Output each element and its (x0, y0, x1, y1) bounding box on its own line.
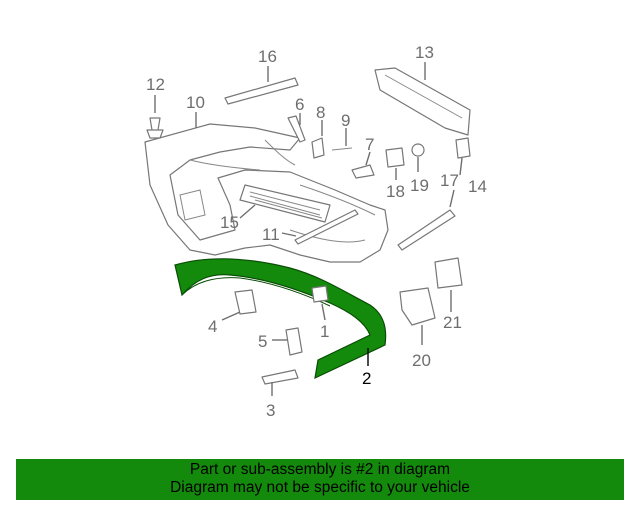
callout-19: 19 (410, 176, 429, 195)
part-1 (311, 285, 329, 303)
part-19 (411, 143, 425, 157)
part-20 (399, 287, 436, 326)
diagram-notice-banner: Part or sub-assembly is #2 in diagram Di… (16, 459, 624, 500)
part-21 (434, 257, 463, 289)
part-17 (397, 209, 456, 251)
part-3 (261, 369, 299, 385)
callout-4: 4 (208, 317, 217, 336)
part-2-bumper-cover (174, 258, 387, 380)
callout-13: 13 (415, 43, 434, 62)
part-15-grille (239, 184, 331, 223)
callout-5: 5 (258, 332, 267, 351)
callout-10: 10 (186, 93, 205, 112)
part-13 (374, 67, 471, 136)
part-9 (331, 147, 353, 151)
notice-line-part: Part or sub-assembly is #2 in diagram (189, 461, 451, 478)
part-5 (285, 327, 303, 356)
callout-11: 11 (262, 225, 280, 244)
callout-2: 2 (362, 369, 371, 388)
callout-17: 17 (440, 171, 459, 190)
leader-lines (154, 62, 463, 396)
part-12 (146, 117, 164, 139)
part-8 (311, 137, 325, 159)
notice-line-disclaimer: Diagram may not be specific to your vehi… (170, 479, 470, 496)
callout-9: 9 (341, 111, 350, 130)
part-14 (455, 137, 471, 159)
callout-3: 3 (266, 401, 275, 420)
callout-14: 14 (468, 177, 487, 196)
callout-18: 18 (386, 182, 405, 201)
callout-6: 6 (295, 95, 304, 114)
part-11-strip (294, 209, 359, 245)
callout-8: 8 (316, 103, 325, 122)
callout-21: 21 (443, 313, 462, 332)
callout-7: 7 (365, 135, 374, 154)
callout-16: 16 (258, 47, 277, 66)
part-18 (385, 147, 405, 168)
part-6 (287, 115, 306, 143)
callout-12: 12 (146, 75, 165, 94)
callout-1: 1 (320, 322, 329, 341)
callout-labels: 12 10 16 6 8 9 7 13 14 17 18 19 15 11 21… (146, 43, 487, 420)
callout-15: 15 (220, 213, 239, 232)
part-7 (351, 164, 375, 179)
part-16 (224, 77, 299, 105)
parts-diagram: 12 10 16 6 8 9 7 13 14 17 18 19 15 11 21… (144, 43, 487, 420)
part-4 (234, 289, 257, 315)
callout-20: 20 (412, 351, 431, 370)
